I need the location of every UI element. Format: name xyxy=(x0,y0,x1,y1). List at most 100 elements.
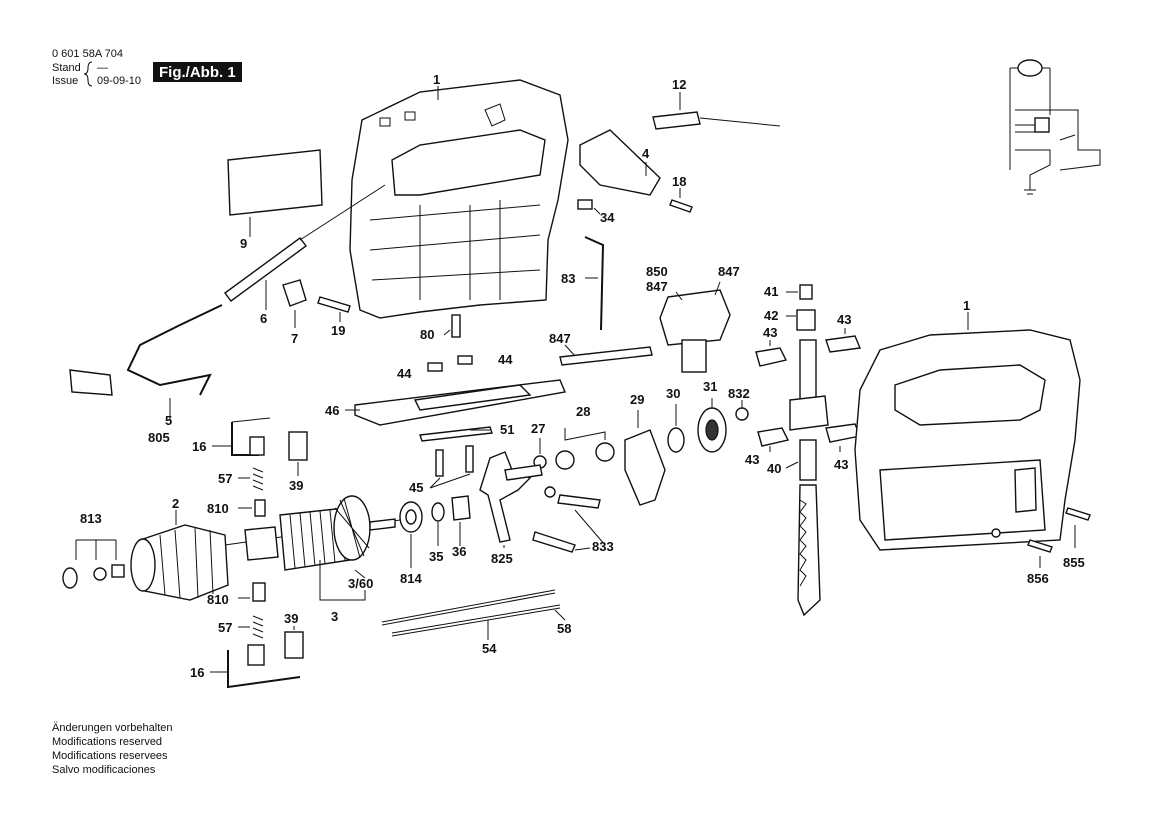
cap-39b xyxy=(284,631,304,659)
callout-43d: 43 xyxy=(834,457,848,472)
callout-39a: 39 xyxy=(289,478,303,493)
nameplate xyxy=(227,149,323,216)
screw-19 xyxy=(317,296,351,313)
cap-39a xyxy=(288,431,308,461)
callout-35: 35 xyxy=(429,549,443,564)
callout-16b: 16 xyxy=(190,665,204,680)
footer-notes: Änderungen vorbehalten Modifications res… xyxy=(52,721,172,777)
spring-57a xyxy=(252,467,264,491)
nut-833 xyxy=(544,486,556,498)
callout-42: 42 xyxy=(764,308,778,323)
gear-850 xyxy=(659,289,731,346)
callout-19: 19 xyxy=(331,323,345,338)
power-cable-5 xyxy=(126,304,223,396)
callout-855: 855 xyxy=(1063,555,1085,570)
wire-12 xyxy=(699,117,781,127)
brush-810b xyxy=(252,582,266,602)
switch-4 xyxy=(579,129,661,196)
callout-31: 31 xyxy=(703,379,717,394)
part-813c xyxy=(111,564,125,578)
washer-35 xyxy=(431,502,445,522)
clip-43b xyxy=(825,335,861,353)
header-brace xyxy=(83,61,93,87)
holder-block-16b xyxy=(247,644,265,666)
leader-28 xyxy=(564,428,606,441)
callout-5: 5 xyxy=(165,413,172,428)
cord-clamp-7 xyxy=(282,279,307,307)
callout-825: 825 xyxy=(491,551,513,566)
callout-57b: 57 xyxy=(218,620,232,635)
holder-wire-16a xyxy=(231,417,271,423)
spring-57b xyxy=(252,615,264,639)
callout-832: 832 xyxy=(728,386,750,401)
callout-847b: 847 xyxy=(718,264,740,279)
callout-1b: 1 xyxy=(963,298,970,313)
leader-80 xyxy=(443,329,451,336)
callout-46: 46 xyxy=(325,403,339,418)
bearing-814-inner xyxy=(405,509,417,525)
callout-9: 9 xyxy=(240,236,247,251)
part-813a xyxy=(62,567,78,589)
screw-45a xyxy=(435,449,444,477)
leader-3 xyxy=(319,560,366,601)
callout-43b: 43 xyxy=(837,312,851,327)
leader-360 xyxy=(354,569,366,579)
callout-3: 3 xyxy=(331,609,338,624)
callout-34: 34 xyxy=(600,210,615,225)
pad-44b xyxy=(457,355,473,365)
callout-4: 4 xyxy=(642,146,650,161)
leader-847c xyxy=(564,344,576,357)
callout-814: 814 xyxy=(400,571,422,586)
disc-29 xyxy=(624,429,666,506)
figure-tag: Fig./Abb. 1 xyxy=(153,62,242,82)
stand-value: — xyxy=(97,62,108,74)
part-number: 0 601 58A 704 xyxy=(52,48,123,60)
callout-16a: 16 xyxy=(192,439,206,454)
washer-28a xyxy=(555,450,575,470)
armature-3 xyxy=(224,495,401,571)
part-42 xyxy=(796,309,816,331)
callout-856: 856 xyxy=(1027,571,1049,586)
screw-45b xyxy=(465,445,474,473)
callout-83: 83 xyxy=(561,271,575,286)
screw-855 xyxy=(1065,507,1091,521)
callout-27: 27 xyxy=(531,421,545,436)
screw-18 xyxy=(669,199,693,213)
brush-810a xyxy=(254,499,266,517)
brush-holder-16b xyxy=(227,650,301,689)
allen-key-83 xyxy=(584,236,605,331)
washer-28b xyxy=(595,442,615,462)
leader-833 xyxy=(574,509,606,551)
callout-45: 45 xyxy=(409,480,423,495)
callout-44a: 44 xyxy=(397,366,412,381)
callout-41: 41 xyxy=(764,284,778,299)
leader-34 xyxy=(593,207,601,215)
callout-36: 36 xyxy=(452,544,466,559)
callout-18: 18 xyxy=(672,174,686,189)
callout-30: 30 xyxy=(666,386,680,401)
housing-half-left xyxy=(349,79,569,319)
callout-29: 29 xyxy=(630,392,644,407)
footer-line-es: Salvo modificaciones xyxy=(52,764,156,776)
callout-43a: 43 xyxy=(763,325,777,340)
leader-850 xyxy=(675,281,721,301)
callout-2: 2 xyxy=(172,496,179,511)
rod-847 xyxy=(559,346,653,366)
clip-43a xyxy=(755,347,788,367)
callout-80: 80 xyxy=(420,327,434,342)
callout-810b: 810 xyxy=(207,592,229,607)
footer-line-en: Modifications reserved xyxy=(52,736,163,748)
wiring-schematic xyxy=(1009,59,1101,195)
callout-810a: 810 xyxy=(207,501,229,516)
callout-805: 805 xyxy=(148,430,170,445)
callout-360: 3/60 xyxy=(348,576,373,591)
callout-850: 850 xyxy=(646,264,668,279)
clip-43c xyxy=(757,427,790,447)
callout-847a: 847 xyxy=(646,279,668,294)
holder-block-16a xyxy=(249,436,265,456)
leader-45 xyxy=(429,473,471,489)
callout-57a: 57 xyxy=(218,471,232,486)
rod-54 xyxy=(391,604,561,637)
